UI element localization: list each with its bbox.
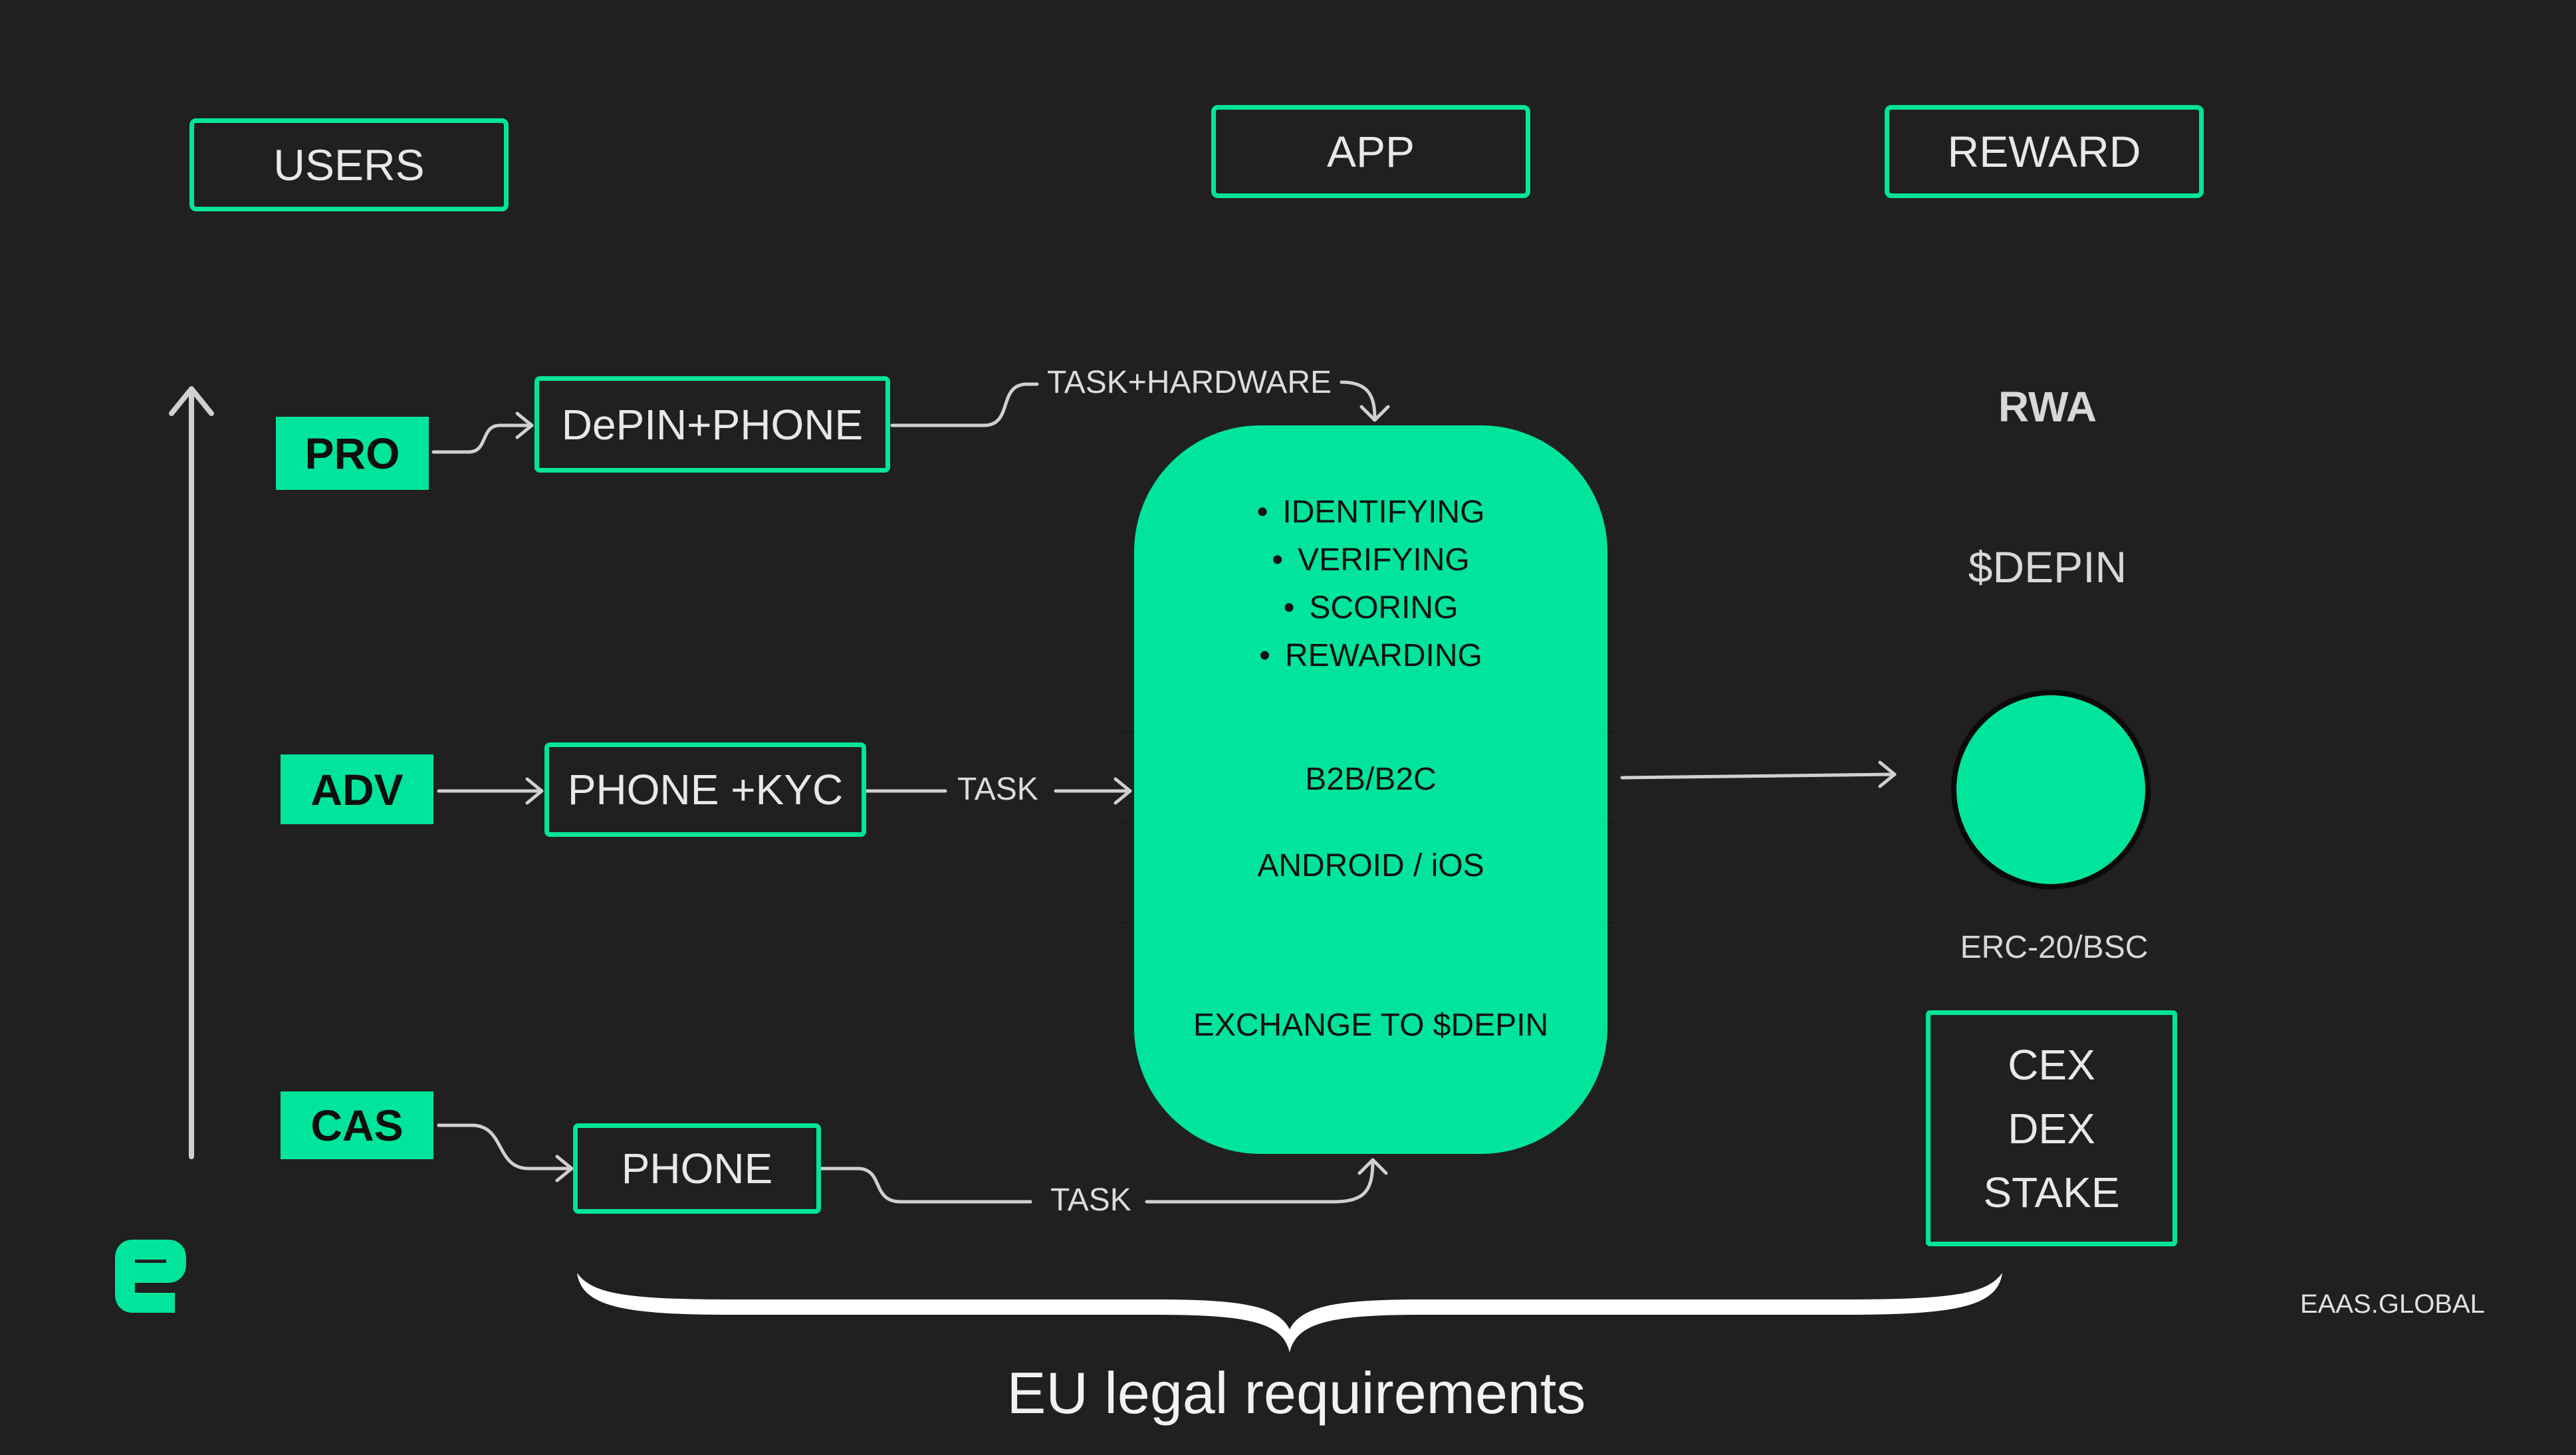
- connector-cas-device: [437, 1123, 574, 1182]
- connector-pro-app: [890, 380, 1390, 427]
- app-exchange-label: EXCHANGE TO $DEPIN: [1193, 1008, 1549, 1043]
- app-function-item: IDENTIFYING: [1134, 489, 1607, 536]
- app-function-item: REWARDING: [1134, 632, 1607, 680]
- header-reward-label: REWARD: [1947, 127, 2141, 176]
- eaas-logo-icon: [115, 1240, 186, 1313]
- depin-coin-icon: [1951, 690, 2151, 889]
- brace-label: EU legal requirements: [1006, 1360, 1586, 1426]
- edge-label-task-adv: TASK: [949, 771, 1046, 808]
- reward-token: $DEPIN: [1968, 542, 2127, 592]
- tier-cas: CAS: [281, 1091, 433, 1159]
- tier-pro: PRO: [276, 417, 429, 490]
- device-phone-kyc: PHONE +KYC: [544, 742, 866, 837]
- venue-dex: DEX: [2008, 1104, 2095, 1153]
- header-app: APP: [1211, 105, 1530, 198]
- edge-label-task-hardware: TASK+HARDWARE: [1039, 364, 1340, 401]
- venue-cex: CEX: [2008, 1040, 2095, 1089]
- connector-adv-app: [864, 777, 1132, 805]
- reward-rwa: RWA: [1998, 383, 2097, 431]
- site-label: EAAS.GLOBAL: [2300, 1289, 2485, 1319]
- header-users: USERS: [189, 118, 509, 211]
- connector-cas-app: [819, 1158, 1388, 1204]
- edge-label-task-cas: TASK: [1042, 1182, 1139, 1218]
- tier-cas-label: CAS: [310, 1101, 404, 1150]
- app-function-item: VERIFYING: [1134, 536, 1607, 584]
- connector-adv-device: [437, 777, 544, 805]
- header-users-label: USERS: [273, 140, 425, 189]
- tier-adv-label: ADV: [310, 764, 404, 814]
- device-phone-kyc-label: PHONE +KYC: [567, 766, 844, 814]
- header-app-label: APP: [1326, 127, 1415, 176]
- reward-standard: ERC-20/BSC: [1960, 930, 2149, 965]
- app-market-label: B2B/B2C: [1305, 762, 1437, 797]
- legal-brace: [577, 1273, 2002, 1353]
- connector-pro-device: [431, 411, 534, 454]
- tier-pro-label: PRO: [304, 429, 400, 478]
- device-depin-phone: DePIN+PHONE: [534, 376, 890, 473]
- connector-app-reward: [1620, 760, 1897, 788]
- header-reward: REWARD: [1885, 105, 2204, 198]
- reward-venues-box: CEX DEX STAKE: [1926, 1010, 2177, 1246]
- progression-arrow: [169, 386, 214, 1159]
- app-platforms-label: ANDROID / iOS: [1257, 848, 1484, 883]
- venue-stake: STAKE: [1983, 1168, 2120, 1216]
- device-phone: PHONE: [573, 1123, 821, 1214]
- app-functions-list: IDENTIFYING VERIFYING SCORING REWARDING: [1134, 489, 1607, 680]
- app-function-item: SCORING: [1134, 584, 1607, 632]
- tier-adv: ADV: [281, 754, 433, 824]
- device-phone-label: PHONE: [621, 1145, 773, 1192]
- device-depin-phone-label: DePIN+PHONE: [561, 400, 864, 449]
